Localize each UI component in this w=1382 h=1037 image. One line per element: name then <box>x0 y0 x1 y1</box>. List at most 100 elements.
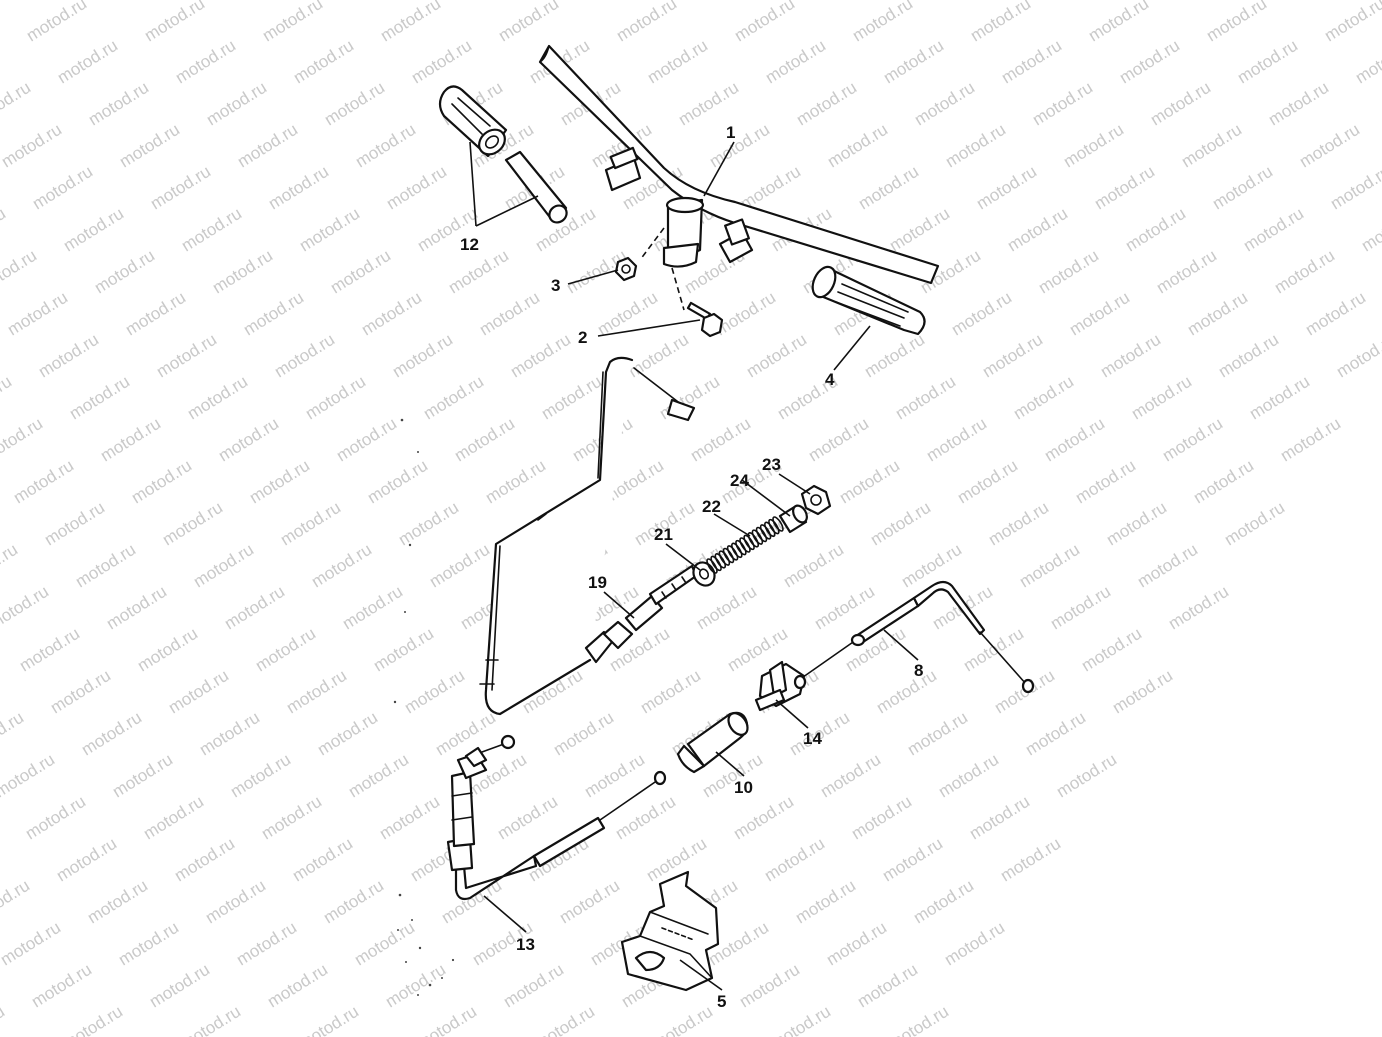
watermark-text: motod.ru <box>1221 498 1288 550</box>
watermark-text: motod.ru <box>495 0 562 45</box>
watermark-text: motod.ru <box>277 498 344 550</box>
callout-13: 13 <box>516 935 535 954</box>
spring-coil <box>747 532 760 548</box>
watermark-text: motod.ru <box>128 456 195 508</box>
watermark-text: motod.ru <box>1327 162 1382 214</box>
watermark-text: motod.ru <box>54 36 121 88</box>
watermark-text: motod.ru <box>66 372 133 424</box>
watermark-text: motod.ru <box>836 456 903 508</box>
right-grip <box>811 265 926 336</box>
watermark-text: motod.ru <box>10 456 77 508</box>
watermark-text: motod.ru <box>221 582 288 634</box>
watermark-text: motod.ru <box>1016 540 1083 592</box>
watermark-text: motod.ru <box>1159 414 1226 466</box>
watermark-text: motod.ru <box>345 750 412 802</box>
spring-coil <box>731 542 743 559</box>
watermark-text: motod.ru <box>333 414 400 466</box>
watermark-text: motod.ru <box>190 540 257 592</box>
spring-coil <box>714 553 727 569</box>
watermark-text: motod.ru <box>1035 246 1102 298</box>
watermark-text: motod.ru <box>979 330 1046 382</box>
watermark-text: motod.ru <box>1234 36 1301 88</box>
watermark-text: motod.ru <box>165 666 232 718</box>
watermark-text: motod.ru <box>911 78 978 130</box>
spring-coil <box>768 518 780 535</box>
watermark-text: motod.ru <box>582 0 649 3</box>
watermark-text: motod.ru <box>936 0 1003 3</box>
watermark-text: motod.ru <box>289 834 356 886</box>
watermark-text: motod.ru <box>644 36 711 88</box>
watermark-text: motod.ru <box>538 372 605 424</box>
watermark-text: motod.ru <box>885 1002 952 1037</box>
watermark-text: motod.ru <box>264 960 331 1012</box>
watermark-text: motod.ru <box>1321 0 1382 45</box>
watermark-text: motod.ru <box>147 162 214 214</box>
spring-coil <box>743 534 755 551</box>
watermark-text: motod.ru <box>1265 78 1332 130</box>
watermark-text: motod.ru <box>1109 666 1176 718</box>
watermark-text: motod.ru <box>47 666 114 718</box>
watermark-text: motod.ru <box>153 330 220 382</box>
callout-3: 3 <box>551 276 560 295</box>
spring-coil <box>739 537 751 553</box>
watermark-text: motod.ru <box>59 1002 126 1037</box>
watermark-text: motod.ru <box>1333 330 1382 382</box>
watermark-text: motod.ru <box>401 666 468 718</box>
watermark-text: motod.ru <box>1147 78 1214 130</box>
watermark-text: motod.ru <box>370 624 437 676</box>
watermark-text: motod.ru <box>258 792 325 844</box>
watermark-text: motod.ru <box>283 666 350 718</box>
watermark-text: motod.ru <box>358 288 425 340</box>
spring-coil <box>722 547 735 564</box>
watermark-text: motod.ru <box>116 120 183 172</box>
watermark-text: motod.ru <box>1302 288 1369 340</box>
watermark-text: motod.ru <box>0 120 65 172</box>
watermark-text: motod.ru <box>259 0 326 45</box>
watermark-text: motod.ru <box>109 750 176 802</box>
watermark-text: motod.ru <box>352 120 419 172</box>
watermark-text: motod.ru <box>1097 330 1164 382</box>
watermark-text: motod.ru <box>28 960 95 1012</box>
watermark-text: motod.ru <box>85 78 152 130</box>
watermark-text: motod.ru <box>290 36 357 88</box>
callout-19: 19 <box>588 573 607 592</box>
watermark-text: motod.ru <box>1277 414 1344 466</box>
watermark-text: motod.ru <box>1060 120 1127 172</box>
watermark-text: motod.ru <box>1054 0 1121 3</box>
watermark-text: motod.ru <box>97 414 164 466</box>
watermark-text: motod.ru <box>0 708 27 760</box>
watermark-text: motod.ru <box>252 624 319 676</box>
watermark-text: motod.ru <box>706 120 773 172</box>
watermark-text: motod.ru <box>482 456 549 508</box>
watermark-text: motod.ru <box>202 876 269 928</box>
watermark-text: motod.ru <box>848 792 915 844</box>
watermark-text: motod.ru <box>1178 120 1245 172</box>
watermark-text: motod.ru <box>0 0 59 3</box>
watermark-text: motod.ru <box>141 0 208 45</box>
watermark-text: motod.ru <box>383 162 450 214</box>
watermark-text: motod.ru <box>339 582 406 634</box>
watermark-text: motod.ru <box>693 582 760 634</box>
watermark-text: motod.ru <box>1085 0 1152 45</box>
watermark-text: motod.ru <box>4 288 71 340</box>
watermark-text: motod.ru <box>234 120 301 172</box>
watermark-text: motod.ru <box>967 0 1034 45</box>
watermark-text: motod.ru <box>476 288 543 340</box>
watermark-text: motod.ru <box>973 162 1040 214</box>
spring-coil <box>764 521 776 538</box>
watermark-text: motod.ru <box>451 414 518 466</box>
watermark-text: motod.ru <box>637 666 704 718</box>
watermark-text: motod.ru <box>327 246 394 298</box>
callout-21: 21 <box>654 525 673 544</box>
watermark-text: motod.ru <box>22 792 89 844</box>
watermark-text: motod.ru <box>1022 708 1089 760</box>
watermark-text: motod.ru <box>103 582 170 634</box>
watermark-text: motod.ru <box>1296 120 1363 172</box>
watermark-text: motod.ru <box>507 330 574 382</box>
watermark-text: motod.ru <box>960 624 1027 676</box>
watermark-text: motod.ru <box>1184 288 1251 340</box>
watermark-text: motod.ru <box>395 498 462 550</box>
watermark-text: motod.ru <box>1358 204 1382 256</box>
watermark-text: motod.ru <box>792 876 859 928</box>
watermark-text: motod.ru <box>0 582 52 634</box>
